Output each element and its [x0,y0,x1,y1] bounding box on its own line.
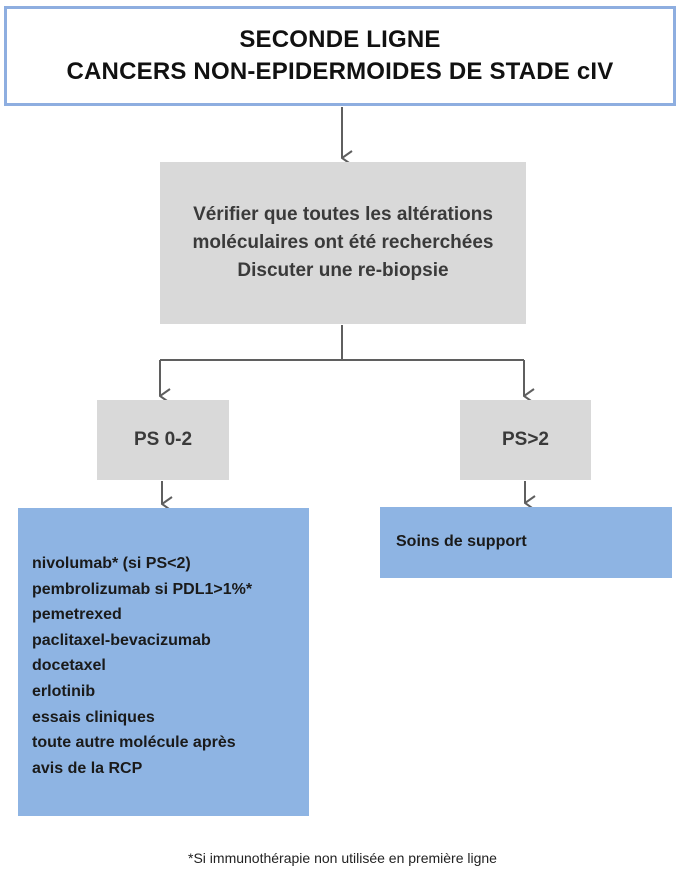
ps-0-2-box: PS 0-2 [97,400,229,480]
check-line-1: Vérifier que toutes les altérations [193,204,493,225]
treatment-item: pemetrexed [32,606,122,624]
treatment-item: avis de la RCP [32,759,143,777]
treatment-item: pembrolizumab si PDL1>1%* [32,580,253,598]
treatment-item: paclitaxel-bevacizumab [32,631,211,649]
supportive-care-label: Soins de support [396,533,527,550]
ps-over-2-box: PS>2 [460,400,591,480]
check-line-2: moléculaires ont été recherchées [192,232,494,253]
treatment-item: erlotinib [32,682,96,700]
molecular-check-box: Vérifier que toutes les altérations molé… [160,162,526,324]
supportive-care-box: Soins de support [380,507,672,578]
treatment-item: nivolumab* (si PS<2) [32,555,191,572]
ps-over-2-label: PS>2 [501,429,549,450]
check-line-3: Discuter une re-biopsie [237,260,449,281]
title-line-1: SECONDE LIGNE [239,26,441,53]
treatment-item: toute autre molécule après [32,734,236,752]
treatment-options-box: nivolumab* (si PS<2) pembrolizumab si PD… [18,508,309,816]
ps-0-2-label: PS 0-2 [133,429,193,450]
footnote: *Si immunothérapie non utilisée en premi… [188,850,497,866]
treatment-item: essais cliniques [32,708,155,726]
title-box: SECONDE LIGNE CANCERS NON-EPIDERMOIDES D… [4,6,676,106]
treatment-item: docetaxel [32,657,106,675]
title-line-2: CANCERS NON-EPIDERMOIDES DE STADE cIV [66,58,614,85]
